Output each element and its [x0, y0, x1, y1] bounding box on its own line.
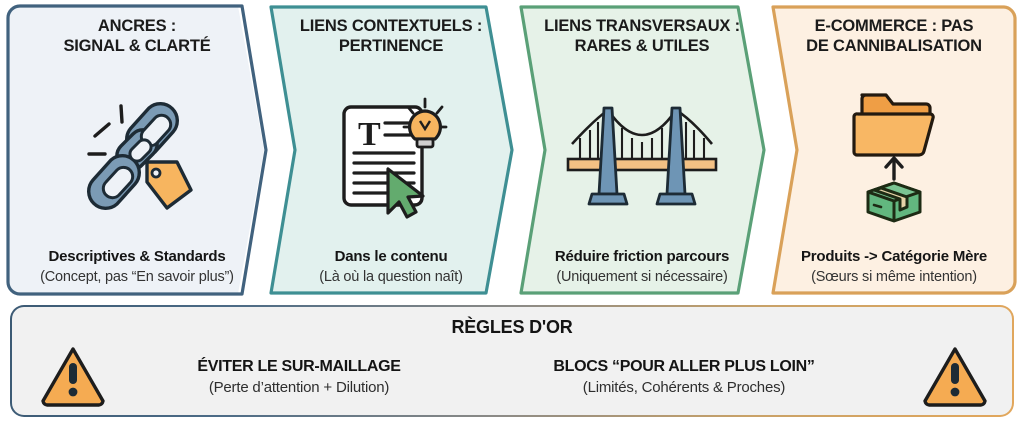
process-steps-row: ANCRES : SIGNAL & CLARTÉ	[0, 4, 1024, 296]
panel-liens-contextuels[interactable]: LIENS CONTEXTUELS : PERTINENCE T	[268, 4, 514, 296]
document-lightbulb-cursor-icon: T	[274, 58, 508, 247]
panel-subtitle: Dans le contenu	[334, 247, 448, 265]
panel-footer: Réduire friction parcours (Uniquement si…	[524, 248, 760, 286]
panel-title: ANCRES : SIGNAL & CLARTÉ	[63, 17, 211, 56]
panel-footer: Produits -> Catégorie Mère (Sœurs si mêm…	[776, 248, 1012, 286]
broken-chain-with-tag-icon	[12, 58, 262, 247]
rule-note: (Limités, Cohérents & Proches)	[582, 379, 786, 397]
golden-rules-bar: RÈGLES D'OR ÉVITER LE SUR-MAILLAGE (Pert…	[10, 305, 1014, 417]
panel-subtitle: Descriptives & Standards	[48, 247, 226, 265]
panel-subtitle: Réduire friction parcours	[554, 247, 730, 265]
rule-column-1: ÉVITER LE SUR-MAILLAGE (Perte d’attentio…	[124, 357, 474, 397]
rules-title: RÈGLES D'OR	[451, 317, 573, 337]
panel-e-commerce[interactable]: E-COMMERCE : PAS DE CANNIBALISATION	[770, 4, 1018, 296]
panel-note: (Sœurs si même intention)	[811, 268, 977, 285]
panel-ancres[interactable]: ANCRES : SIGNAL & CLARTÉ	[6, 4, 268, 296]
panel-note: (Concept, pas “En savoir plus”)	[40, 268, 234, 285]
panel-title: LIENS TRANSVERSAUX : RARES & UTILES	[544, 17, 740, 56]
panel-note: (Uniquement si nécessaire)	[556, 268, 728, 285]
rule-head: BLOCS “POUR ALLER PLUS LOIN”	[553, 358, 815, 375]
panel-liens-transversaux[interactable]: LIENS TRANSVERSAUX : RARES & UTILES	[518, 4, 766, 296]
suspension-bridge-icon	[524, 58, 760, 247]
rule-column-2: BLOCS “POUR ALLER PLUS LOIN” (Limités, C…	[484, 357, 884, 397]
rule-head: ÉVITER LE SUR-MAILLAGE	[197, 358, 401, 375]
panel-note: (Là où la question naît)	[319, 268, 463, 285]
rule-note: (Perte d’attention + Dilution)	[208, 379, 390, 397]
panel-title: LIENS CONTEXTUELS : PERTINENCE	[299, 17, 483, 56]
warning-triangle-icon	[40, 345, 106, 407]
svg-text:T: T	[358, 116, 381, 153]
panel-footer: Dans le contenu (Là où la question naît)	[274, 248, 508, 286]
folder-arrow-box-icon	[776, 58, 1012, 247]
panel-title: E-COMMERCE : PAS DE CANNIBALISATION	[806, 17, 982, 56]
panel-subtitle: Produits -> Catégorie Mère	[800, 247, 988, 265]
panel-footer: Descriptives & Standards (Concept, pas “…	[12, 248, 262, 286]
warning-triangle-icon	[922, 345, 988, 407]
